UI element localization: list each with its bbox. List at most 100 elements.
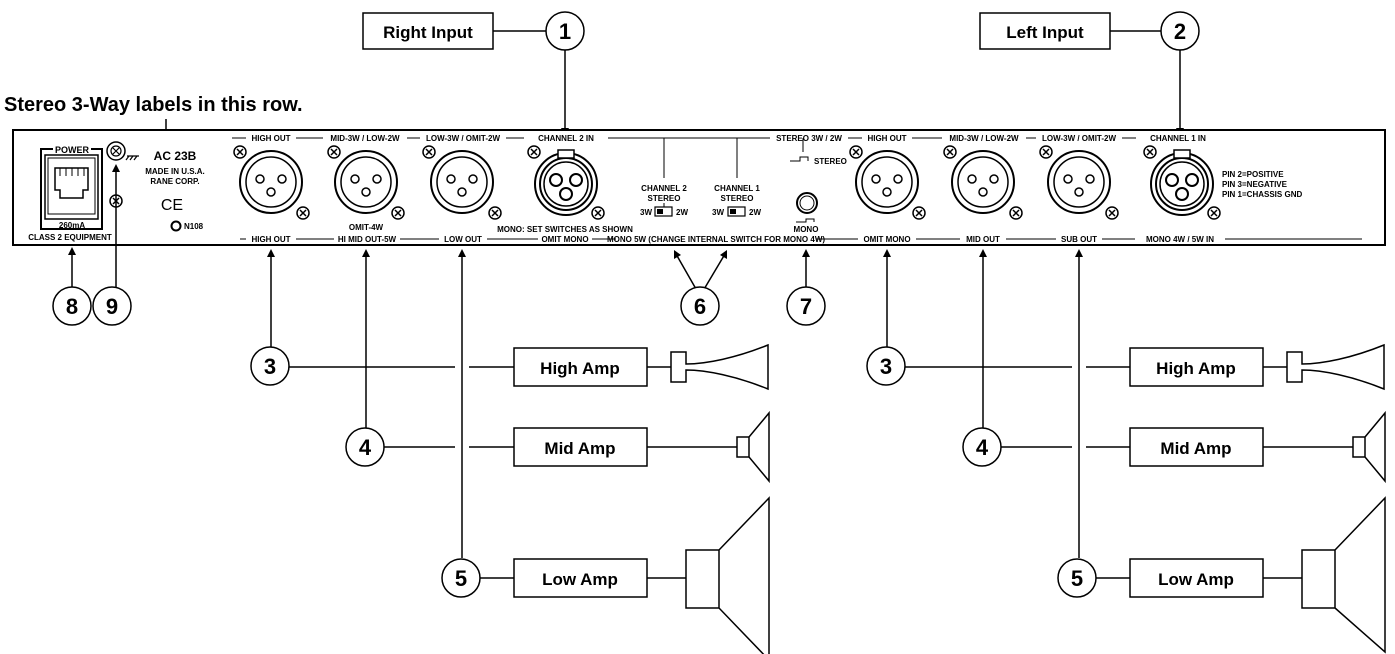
callout-5-left-number: 5 [455, 566, 467, 591]
mid-amp-left-label: Mid Amp [544, 439, 615, 458]
low-amp-right [1129, 558, 1264, 598]
screw-icon [912, 206, 926, 220]
power-ma: 260mA [59, 221, 85, 230]
class2-label: CLASS 2 EQUIPMENT [28, 233, 112, 242]
top-ch2in: CHANNEL 2 IN [538, 134, 594, 143]
ch2-stereo-label: STEREO [648, 194, 681, 203]
screw-icon [849, 145, 863, 159]
power-connector: POWER 260mA CLASS 2 EQUIPMENT [28, 145, 112, 242]
bottom-mono5w: MONO 5W (CHANGE INTERNAL SWITCH FOR MONO… [607, 235, 825, 244]
top-high-out: HIGH OUT [251, 134, 290, 143]
low-amp-right-label: Low Amp [1158, 570, 1234, 589]
screw-icon [422, 145, 436, 159]
bottom-sub-out: SUB OUT [1061, 235, 1097, 244]
n108-label: N108 [184, 222, 204, 231]
switch-area: CHANNEL 2 STEREO CHANNEL 1 STEREO 3W 2W … [640, 138, 847, 234]
tweeter-horn-icon [1286, 343, 1385, 391]
stereo-button-label: STEREO [814, 157, 847, 166]
callout-8 [52, 286, 92, 326]
pin1-label: PIN 1=CHASSIS GND [1222, 190, 1302, 199]
screw-icon [1039, 145, 1053, 159]
xlr-low-out-ch1 [1047, 150, 1111, 214]
bottom-mid-out: MID OUT [966, 235, 1000, 244]
bottom-hi-mid-out: HI MID OUT-5W [338, 235, 397, 244]
low-amp-left [513, 558, 648, 598]
panel-bottom-row: HIGH OUT HI MID OUT-5W LOW OUT OMIT MONO… [240, 234, 1362, 244]
screw-icon [1009, 206, 1023, 220]
mid-speaker-icon [1352, 410, 1386, 484]
mid-amp-right [1129, 427, 1264, 467]
callout-3-left-number: 3 [264, 354, 276, 379]
ch2-3w: 3W [640, 208, 652, 217]
right-input-label: Right Input [383, 23, 473, 42]
corp-label: RANE CORP. [150, 177, 199, 186]
callout-7 [786, 286, 826, 326]
callout-5-right-number: 5 [1071, 566, 1083, 591]
top-high-out-r: HIGH OUT [867, 134, 906, 143]
screw-icon [327, 145, 341, 159]
xlr-high-out-ch1 [855, 150, 919, 214]
callout-1-number: 1 [559, 19, 571, 44]
ch1-stereo-label: STEREO [721, 194, 754, 203]
bottom-high-out: HIGH OUT [251, 235, 290, 244]
mono-set-label: MONO: SET SWITCHES AS SHOWN [497, 225, 633, 234]
screw-icon [233, 145, 247, 159]
ce-mark: CE [161, 197, 183, 214]
mid-speaker-icon [736, 410, 770, 484]
top-stereo3w2w: STEREO 3W / 2W [776, 134, 842, 143]
xlr-mid-out-ch1 [951, 150, 1015, 214]
screw-icon [1105, 206, 1119, 220]
callout-3-right-number: 3 [880, 354, 892, 379]
screw-icon [591, 206, 605, 220]
xlr-low-out-ch2 [430, 150, 494, 214]
callout-8-number: 8 [66, 294, 78, 319]
high-amp-left-label: High Amp [540, 359, 620, 378]
callout-7-number: 7 [800, 294, 812, 319]
bottom-mono4w5w: MONO 4W / 5W IN [1146, 235, 1214, 244]
left-amp-chain: 3 High Amp 4 Mid Amp 5 Low Amp [250, 249, 770, 654]
model-label: AC 23B [154, 149, 197, 163]
woofer-speaker-icon [1301, 496, 1386, 654]
callout-3-left [250, 346, 290, 386]
woofer-speaker-icon [685, 496, 770, 654]
ch1-switch-label: CHANNEL 1 [714, 184, 760, 193]
mid-amp-right-label: Mid Amp [1160, 439, 1231, 458]
ch2-2w: 2W [676, 208, 688, 217]
top-low3w-r: LOW-3W / OMIT-2W [1042, 134, 1117, 143]
screw-icon [1207, 206, 1221, 220]
xlr-mid-out-ch2 [334, 150, 398, 214]
bottom-low-out: LOW OUT [444, 235, 482, 244]
high-amp-left [513, 347, 648, 387]
left-input-label: Left Input [1006, 23, 1084, 42]
screw-icon [296, 206, 310, 220]
ch2-switch-label: CHANNEL 2 [641, 184, 687, 193]
screw-icon [1143, 145, 1157, 159]
stereo-3way-label: Stereo 3-Way labels in this row. [4, 94, 303, 116]
pin3-label: PIN 3=NEGATIVE [1222, 180, 1288, 189]
top-ch1in: CHANNEL 1 IN [1150, 134, 1206, 143]
callout-9 [92, 286, 132, 326]
right-amp-chain: 3 High Amp 4 Mid Amp 5 Low Amp [866, 249, 1386, 654]
omit4w-label: OMIT-4W [349, 223, 384, 232]
callout-4-right-number: 4 [976, 435, 989, 460]
high-amp-right [1129, 347, 1264, 387]
callout-3-right [866, 346, 906, 386]
pin2-label: PIN 2=POSITIVE [1222, 170, 1284, 179]
low-amp-left-label: Low Amp [542, 570, 618, 589]
top-mid3w-r: MID-3W / LOW-2W [949, 134, 1019, 143]
callout-9-number: 9 [106, 294, 118, 319]
panel-top-row: HIGH OUT MID-3W / LOW-2W LOW-3W / OMIT-2… [232, 133, 1220, 143]
bottom-omit-mono-r: OMIT MONO [863, 235, 910, 244]
callout-6-number: 6 [694, 294, 706, 319]
mid-amp-left [513, 427, 648, 467]
chassis-ground-icon [106, 141, 139, 161]
ch1-2w: 2W [749, 208, 761, 217]
ch1-3w: 3W [712, 208, 724, 217]
top-low3w: LOW-3W / OMIT-2W [426, 134, 501, 143]
tweeter-horn-icon [670, 343, 769, 391]
bottom-omit-mono: OMIT MONO [541, 235, 588, 244]
xlr-high-out-ch2 [239, 150, 303, 214]
screw-icon [391, 206, 405, 220]
power-label: POWER [55, 145, 90, 155]
